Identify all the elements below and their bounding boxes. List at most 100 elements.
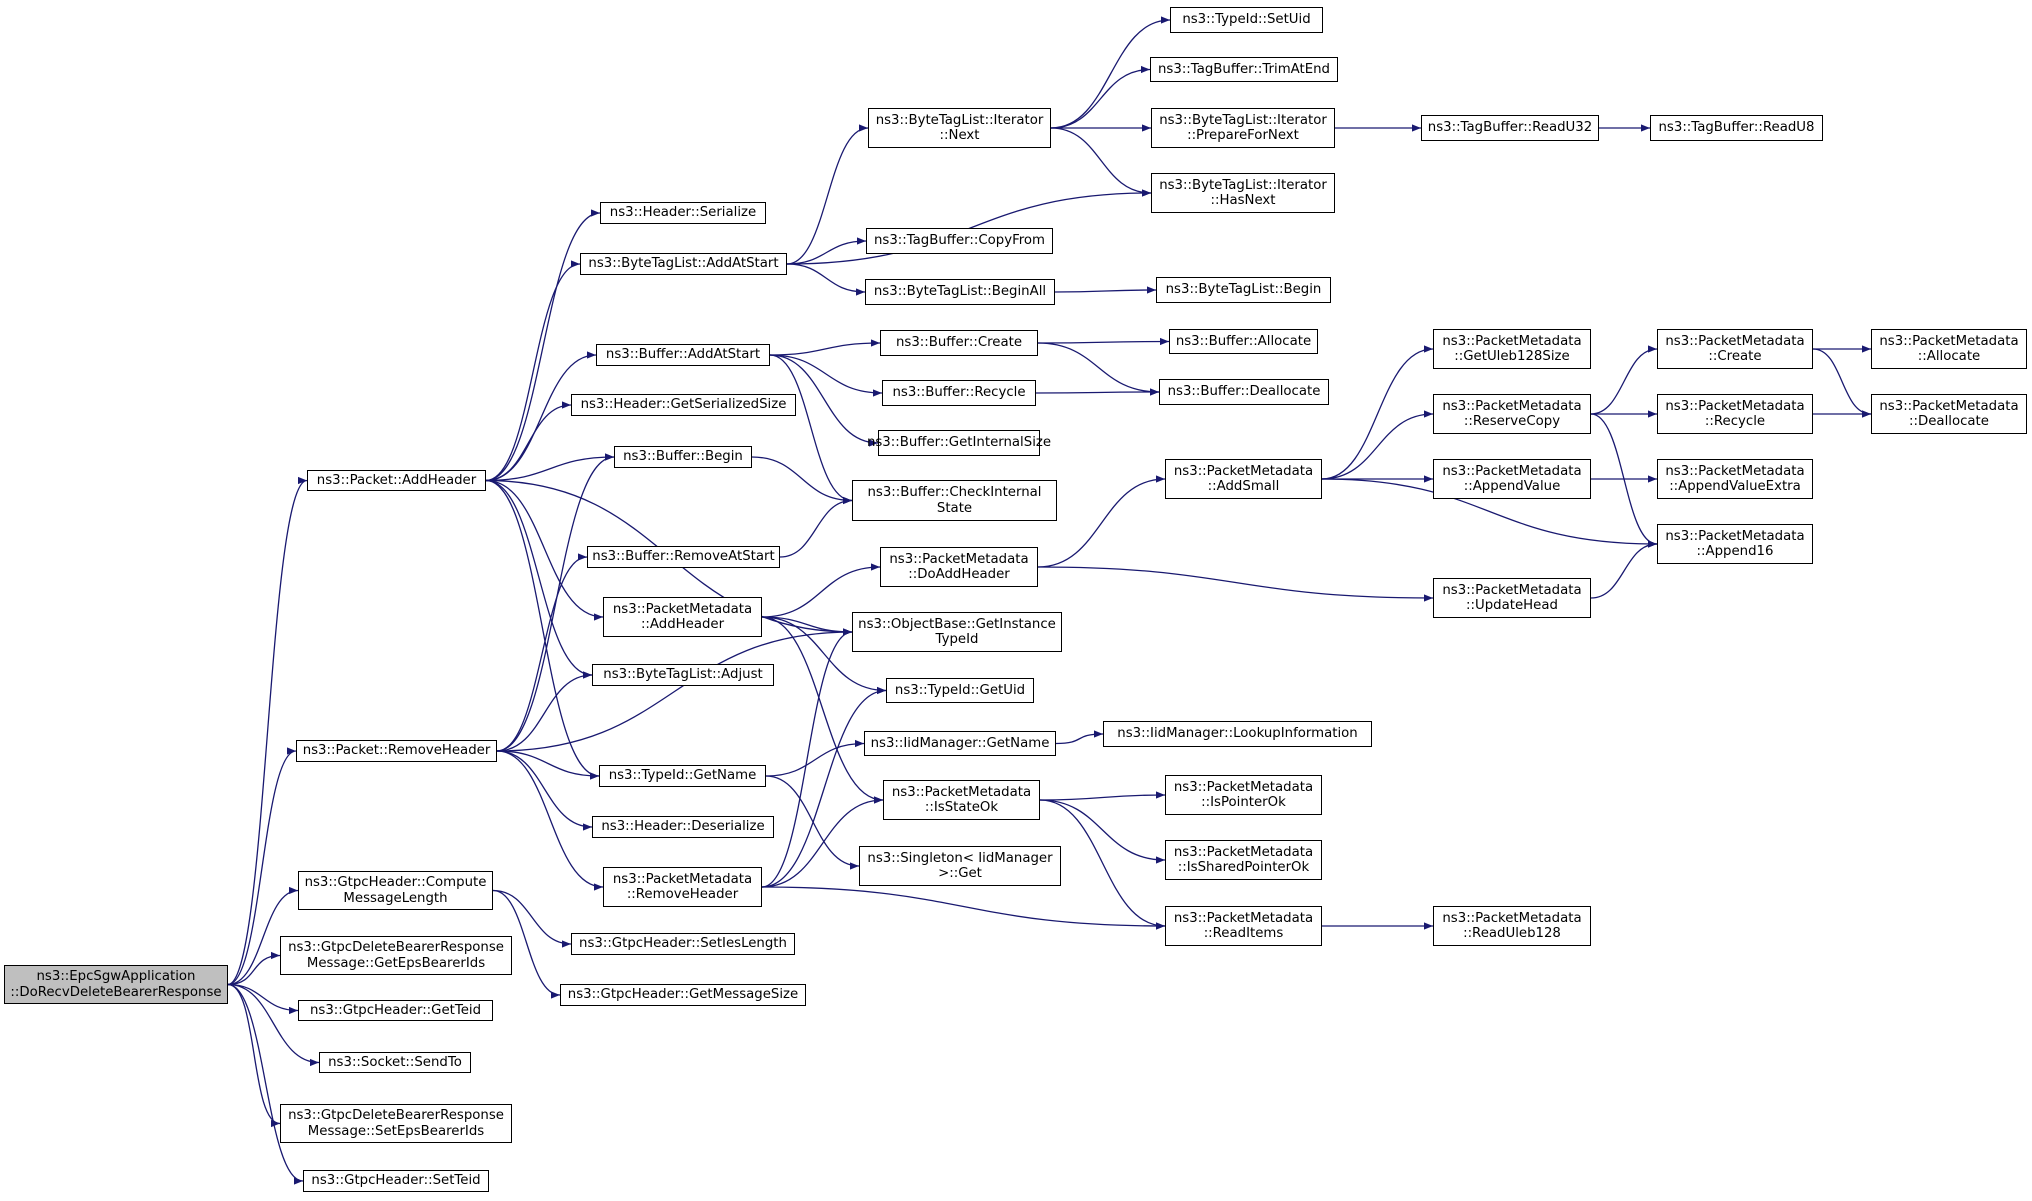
graph-node-gtpc-setteid[interactable]: ns3::GtpcHeader::SetTeid [303,1170,489,1192]
graph-node-hdr-serialize[interactable]: ns3::Header::Serialize [600,202,766,224]
graph-node-pm-reservecopy[interactable]: ns3::PacketMetadata::ReserveCopy [1433,394,1591,434]
graph-node-pm-deallocate[interactable]: ns3::PacketMetadata::Deallocate [1871,394,2027,434]
graph-node-buf-getinternalsize[interactable]: ns3::Buffer::GetInternalSize [867,430,1051,456]
edge-pm_addheader-to-typeid_getuid [761,616,887,695]
edge-pm_addsmall-to-pm_append16 [1321,478,1658,548]
graph-node-label-line: ns3::GtpcHeader::GetTeid [309,1002,482,1018]
graph-node-pkt-addheader[interactable]: ns3::Packet::AddHeader [307,470,486,491]
graph-node-pm-create[interactable]: ns3::PacketMetadata::Create [1657,329,1813,369]
graph-node-label-line: ns3::Buffer::Deallocate [1167,384,1321,400]
graph-node-pm-readuleb128[interactable]: ns3::PacketMetadata::ReadUleb128 [1433,906,1591,946]
graph-node-typeid-getname[interactable]: ns3::TypeId::GetName [599,765,766,787]
graph-node-typeid-setuid[interactable]: ns3::TypeId::SetUid [1170,7,1323,33]
edge-pkt_addheader-to-btl_addatstart [485,260,581,482]
graph-node-label-line: State [936,500,973,516]
graph-node-buf-recycle[interactable]: ns3::Buffer::Recycle [882,380,1036,406]
graph-node-pm-readitems[interactable]: ns3::PacketMetadata::ReadItems [1165,906,1322,946]
graph-node-iid-getname[interactable]: ns3::IidManager::GetName [864,731,1056,756]
graph-node-label-line: ns3::Buffer::Begin [623,449,743,465]
edge-pkt_addheader-to-buf_begin [485,453,615,482]
graph-node-hdr-getsersize[interactable]: ns3::Header::GetSerializedSize [571,394,796,416]
graph-node-pm-updatehead[interactable]: ns3::PacketMetadata::UpdateHead [1433,578,1591,618]
graph-node-buf-create[interactable]: ns3::Buffer::Create [880,330,1038,356]
graph-node-btl-beginall[interactable]: ns3::ByteTagList::BeginAll [865,279,1055,305]
graph-node-pm-addsmall[interactable]: ns3::PacketMetadata::AddSmall [1165,459,1322,499]
graph-node-pm-recycle[interactable]: ns3::PacketMetadata::Recycle [1657,394,1813,434]
graph-node-typeid-getuid[interactable]: ns3::TypeId::GetUid [886,678,1034,703]
graph-node-label-line: ::AppendValueExtra [1669,479,1801,494]
edge-pm_doaddheader-to-pm_updatehead [1037,566,1434,602]
graph-node-pm-doaddheader[interactable]: ns3::PacketMetadata::DoAddHeader [880,547,1038,587]
graph-node-label-line: ns3::PacketMetadata [1442,910,1582,926]
edge-root-to-socket_sendto [227,983,320,1067]
graph-node-label-line: ns3::Header::GetSerializedSize [580,397,787,413]
graph-node-btl-adjust[interactable]: ns3::ByteTagList::Adjust [592,664,774,686]
graph-node-buf-begin[interactable]: ns3::Buffer::Begin [614,446,752,468]
edge-pkt_removeheader-to-ob_getinstancetypeid [496,628,853,752]
edge-pm_isstateok-to-pm_issharedpointerok [1039,799,1166,864]
graph-node-buf-addatstart[interactable]: ns3::Buffer::AddAtStart [596,344,770,366]
graph-node-singleton-get[interactable]: ns3::Singleton< IidManager>::Get [859,846,1061,886]
graph-node-label-line: ns3::EpcSgwApplication [36,969,196,984]
graph-node-buf-removeatstart[interactable]: ns3::Buffer::RemoveAtStart [587,546,780,568]
graph-node-label-line: ::AddSmall [1207,479,1280,494]
graph-node-label-line: ns3::GtpcHeader::SetIesLength [579,936,787,952]
graph-node-pm-append16[interactable]: ns3::PacketMetadata::Append16 [1657,524,1813,564]
graph-node-iid-lookupinfo[interactable]: ns3::IidManager::LookupInformation [1103,721,1372,747]
graph-node-gtpc-setieslen[interactable]: ns3::GtpcHeader::SetIesLength [571,933,795,955]
graph-node-pm-appendvalue[interactable]: ns3::PacketMetadata::AppendValue [1433,459,1591,499]
graph-node-label-line: ns3::Buffer::GetInternalSize [866,435,1052,451]
graph-node-btl-iter-hasnext[interactable]: ns3::ByteTagList::Iterator::HasNext [1151,173,1335,213]
graph-node-buf-allocate[interactable]: ns3::Buffer::Allocate [1169,329,1318,354]
graph-node-buf-deallocate[interactable]: ns3::Buffer::Deallocate [1159,379,1329,405]
graph-node-pm-appendvalueextra[interactable]: ns3::PacketMetadata::AppendValueExtra [1657,459,1813,499]
graph-node-tb-readu8[interactable]: ns3::TagBuffer::ReadU8 [1650,115,1823,141]
graph-node-pkt-removeheader[interactable]: ns3::Packet::RemoveHeader [296,740,497,762]
edge-pkt_removeheader-to-buf_removeatstart [496,553,588,752]
edge-gtpc_computelen-to-gtpc_getmsgsize [492,889,561,999]
graph-node-label-line: >::Get [938,866,982,881]
graph-node-label-line: ns3::TypeId::SetUid [1182,12,1311,28]
graph-node-btl-iter-prepare[interactable]: ns3::ByteTagList::Iterator::PrepareForNe… [1151,108,1335,148]
edge-btl_addatstart-to-btl_beginall [786,263,866,296]
edge-buf_addatstart-to-buf_getinternalsize [769,354,879,447]
edge-pkt_removeheader-to-pm_removeheader [496,750,604,891]
graph-node-pm-issharedpointerok[interactable]: ns3::PacketMetadata::IsSharedPointerOk [1165,840,1322,880]
graph-node-btl-addatstart[interactable]: ns3::ByteTagList::AddAtStart [580,253,787,275]
edge-pkt_addheader-to-btl_adjust [485,479,593,679]
graph-node-pm-ispointerok[interactable]: ns3::PacketMetadata::IsPointerOk [1165,775,1322,815]
graph-node-pm-getuleb128size[interactable]: ns3::PacketMetadata::GetUleb128Size [1433,329,1591,369]
graph-node-pm-isstateok[interactable]: ns3::PacketMetadata::IsStateOk [883,780,1040,820]
graph-node-label-line: ns3::GtpcHeader::SetTeid [311,1173,481,1189]
graph-node-hdr-deserialize[interactable]: ns3::Header::Deserialize [592,816,774,838]
graph-node-pm-removeheader[interactable]: ns3::PacketMetadata::RemoveHeader [603,867,762,907]
graph-node-gtpc-getmsgsize[interactable]: ns3::GtpcHeader::GetMessageSize [560,984,806,1006]
edge-root-to-pkt_removeheader [227,747,297,986]
graph-node-label-line: ns3::PacketMetadata [612,601,753,617]
graph-node-label-line: ns3::TypeId::GetName [608,768,757,784]
graph-node-label-line: Message::GetEpsBearerIds [306,955,486,971]
graph-node-btl-iter-next[interactable]: ns3::ByteTagList::Iterator::Next [868,108,1051,148]
graph-node-label-line: ::RemoveHeader [626,887,739,902]
graph-node-gtpc-getteid[interactable]: ns3::GtpcHeader::GetTeid [298,1000,493,1021]
edge-pm_removeheader-to-typeid_getuid [761,686,887,888]
edge-pm_addheader-to-ob_getinstancetypeid [761,616,853,636]
graph-node-label-line: TypeId [935,632,979,647]
graph-node-tb-copyfrom[interactable]: ns3::TagBuffer::CopyFrom [866,228,1053,254]
graph-node-label-line: ns3::ByteTagList::AddAtStart [588,256,779,272]
graph-node-label-line: ns3::PacketMetadata [1879,333,2019,349]
graph-node-tb-trimatend[interactable]: ns3::TagBuffer::TrimAtEnd [1150,57,1338,82]
graph-node-tb-readu32[interactable]: ns3::TagBuffer::ReadU32 [1421,115,1599,141]
graph-node-pm-allocate[interactable]: ns3::PacketMetadata::Allocate [1871,329,2027,369]
graph-node-label-line: ns3::PacketMetadata [1442,463,1582,479]
graph-node-socket-sendto[interactable]: ns3::Socket::SendTo [319,1052,471,1073]
graph-node-btl-begin[interactable]: ns3::ByteTagList::Begin [1156,277,1331,303]
edge-pkt_removeheader-to-hdr_deserialize [496,750,593,831]
graph-node-pm-addheader[interactable]: ns3::PacketMetadata::AddHeader [603,597,762,637]
